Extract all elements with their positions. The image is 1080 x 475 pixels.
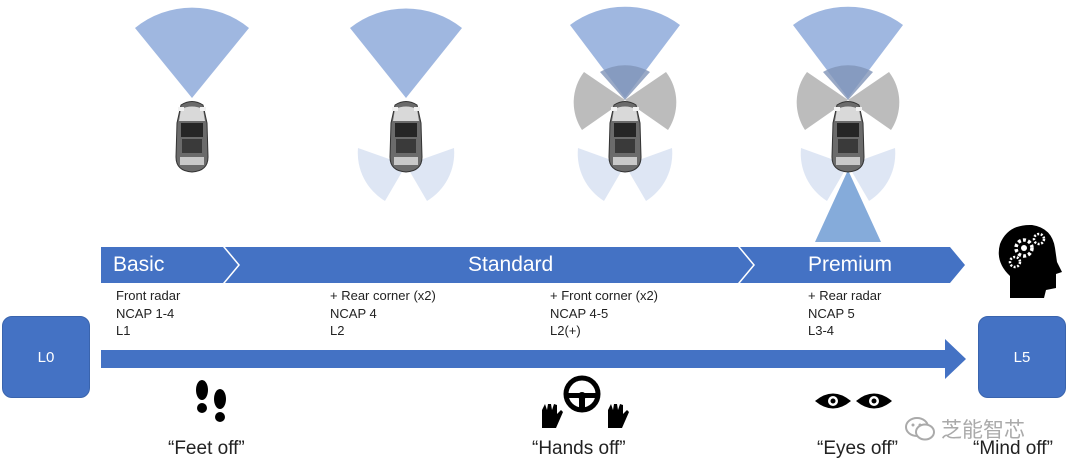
caption-feet-off: “Feet off” — [168, 438, 245, 459]
config-ncap: NCAP 1-4 — [116, 305, 175, 321]
sensor-setup-rear-corner — [350, 8, 462, 201]
car-icon — [389, 101, 423, 173]
config-basic: Front radar NCAP 1-4 L1 — [116, 287, 180, 340]
config-rear-radar: + Rear radar NCAP 5 L3-4 — [808, 287, 881, 340]
hands-steering-wheel-icon — [542, 375, 629, 428]
config-sensor: + Rear corner (x2) — [330, 288, 436, 303]
sensor-setup-front-corner — [570, 6, 680, 201]
front-left-corner-radar — [796, 72, 848, 130]
config-level: L1 — [116, 323, 131, 338]
config-ncap: NCAP 4 — [330, 305, 377, 321]
config-rear-corner: + Rear corner (x2) NCAP 4 L2 — [330, 287, 436, 340]
band-label-premium: Premium — [808, 253, 893, 276]
config-ncap: NCAP 5 — [808, 305, 855, 321]
level-label: L5 — [1013, 348, 1031, 366]
front-radar-cone — [135, 7, 249, 98]
band-label-standard: Standard — [468, 253, 554, 276]
watermark-text: 芝能智芯 — [941, 419, 1025, 442]
sensor-setup-basic — [135, 7, 249, 173]
config-sensor: + Rear radar — [808, 288, 882, 303]
front-radar-cone — [570, 6, 680, 98]
level-box-start: L0 — [2, 316, 90, 398]
config-level: L2(+) — [550, 323, 581, 338]
front-radar-cone — [350, 8, 462, 98]
car-icon — [175, 101, 209, 173]
front-right-corner-radar — [848, 72, 900, 130]
config-ncap: NCAP 4-5 — [550, 305, 609, 321]
caption-eyes-off: “Eyes off” — [817, 438, 898, 459]
eyes-icon — [815, 393, 892, 409]
band-segment-premium — [740, 247, 965, 283]
front-left-corner-radar — [573, 72, 625, 130]
watermark: 芝能智芯 — [905, 414, 1025, 444]
level-label: L0 — [37, 348, 55, 366]
car-icon — [608, 101, 642, 173]
band-segment-basic — [101, 247, 238, 283]
wechat-icon — [905, 417, 935, 441]
band-label-basic: Basic — [113, 253, 165, 276]
caption-mind-off: “Mind off” — [973, 438, 1053, 459]
config-front-corner: + Front corner (x2) NCAP 4-5 L2(+) — [550, 287, 658, 340]
band-segment-standard — [225, 247, 753, 283]
footprints-icon — [196, 380, 226, 422]
progression-arrow — [101, 339, 966, 379]
front-overlap-zone — [823, 65, 873, 100]
front-right-corner-radar — [625, 72, 677, 130]
config-sensor: Front radar — [116, 288, 181, 303]
front-overlap-zone — [600, 65, 650, 100]
config-level: L2 — [330, 323, 345, 338]
front-radar-cone — [793, 6, 903, 98]
level-box-end: L5 — [978, 316, 1066, 398]
sensor-setup-rear-radar — [793, 6, 903, 242]
caption-hands-off: “Hands off” — [532, 438, 626, 459]
car-icon — [831, 101, 865, 173]
brain-gears-icon — [998, 224, 1062, 298]
rear-radar-cone — [815, 170, 881, 242]
config-level: L3-4 — [808, 323, 835, 338]
config-sensor: + Front corner (x2) — [550, 288, 659, 303]
tier-band — [101, 247, 965, 283]
